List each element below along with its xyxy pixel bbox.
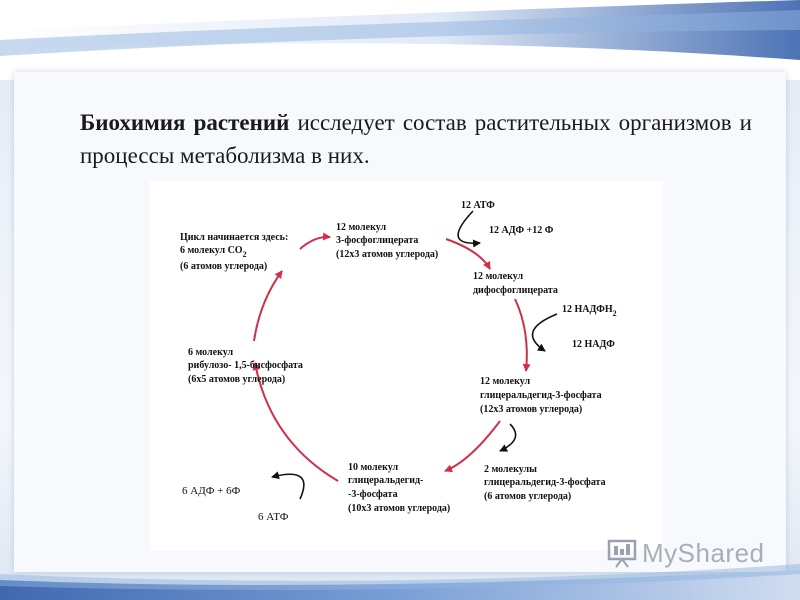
dpga-line2: дифосфоглицерата bbox=[473, 285, 558, 296]
pga-line3: (12x3 атомов углерода) bbox=[336, 249, 438, 260]
arrow-pga-to-dpga bbox=[445, 238, 491, 270]
calvin-cycle-diagram: Цикл начинается здесь: 6 молекул CO2 (6 … bbox=[150, 181, 663, 550]
pga-line2: 3-фосфоглицерата bbox=[336, 235, 418, 246]
g3p-out-line2: глицеральдегид-3-фосфата bbox=[484, 477, 606, 488]
arrow-dpga-to-g3p bbox=[514, 298, 531, 372]
start-line1: Цикл начинается здесь: bbox=[180, 232, 288, 243]
g3p-line2: глицеральдегид-3-фосфата bbox=[480, 390, 602, 401]
header-decoration bbox=[0, 0, 800, 80]
recycle-line1: 10 молекул bbox=[348, 462, 398, 473]
start-line2: 6 молекул CO2 bbox=[180, 245, 247, 259]
atp-input-label: 12 АТФ bbox=[461, 200, 495, 211]
dpga-line1: 12 молекул bbox=[473, 271, 523, 282]
nadph-input-label: 12 НАДФН2 bbox=[562, 304, 617, 318]
recycle-line3: -3-фосфата bbox=[348, 489, 398, 500]
recycle-line4: (10x3 атомов углерода) bbox=[348, 503, 450, 514]
g3p-out-line3: (6 атомов углерода) bbox=[484, 491, 571, 502]
arrow-recycle-to-rubp bbox=[252, 362, 339, 482]
slide-intro-text: Биохимия растений исследует состав расти… bbox=[80, 106, 752, 172]
g3p-line3: (12x3 атомов углерода) bbox=[480, 404, 582, 415]
arrow-atp-to-adp bbox=[457, 210, 481, 248]
myshared-watermark: MyShared bbox=[606, 535, 765, 571]
calvin-cycle-svg: Цикл начинается здесь: 6 молекул CO2 (6 … bbox=[180, 200, 617, 523]
g3p-out-line1: 2 молекулы bbox=[484, 464, 537, 475]
adp6-output-label: 6 АДФ + 6Ф bbox=[182, 485, 241, 497]
recycle-line2: глицеральдегид- bbox=[348, 475, 423, 486]
arrow-g3p-output bbox=[499, 423, 517, 452]
arrow-atp6-to-adp6 bbox=[271, 471, 305, 500]
arrow-rubp-to-start bbox=[253, 270, 283, 342]
rubp-line2: рибулозо- 1,5-бисфосфата bbox=[188, 360, 303, 371]
pga-line1: 12 молекул bbox=[336, 222, 386, 233]
nadp-output-label: 12 НАДФ bbox=[572, 339, 615, 350]
rubp-line3: (6x5 атомов углерода) bbox=[188, 374, 285, 385]
start-line3: (6 атомов углерода) bbox=[180, 261, 267, 272]
adp-output-label: 12 АДФ +12 Ф bbox=[489, 225, 554, 236]
arrow-g3p-to-recycle bbox=[444, 420, 501, 473]
intro-rest: исследует состав растительных организмов… bbox=[80, 110, 752, 168]
intro-bold-term: Биохимия растений bbox=[80, 110, 290, 135]
arrow-co2-to-pga bbox=[299, 232, 331, 250]
arrow-nadph-to-nadp bbox=[531, 313, 558, 352]
atp6-input-label: 6 АТФ bbox=[258, 511, 289, 523]
watermark-text: MyShared bbox=[642, 537, 765, 568]
footer-decoration bbox=[0, 564, 800, 600]
rubp-line1: 6 молекул bbox=[188, 347, 233, 358]
g3p-line1: 12 молекул bbox=[480, 376, 530, 387]
presentation-board-icon bbox=[607, 539, 637, 568]
